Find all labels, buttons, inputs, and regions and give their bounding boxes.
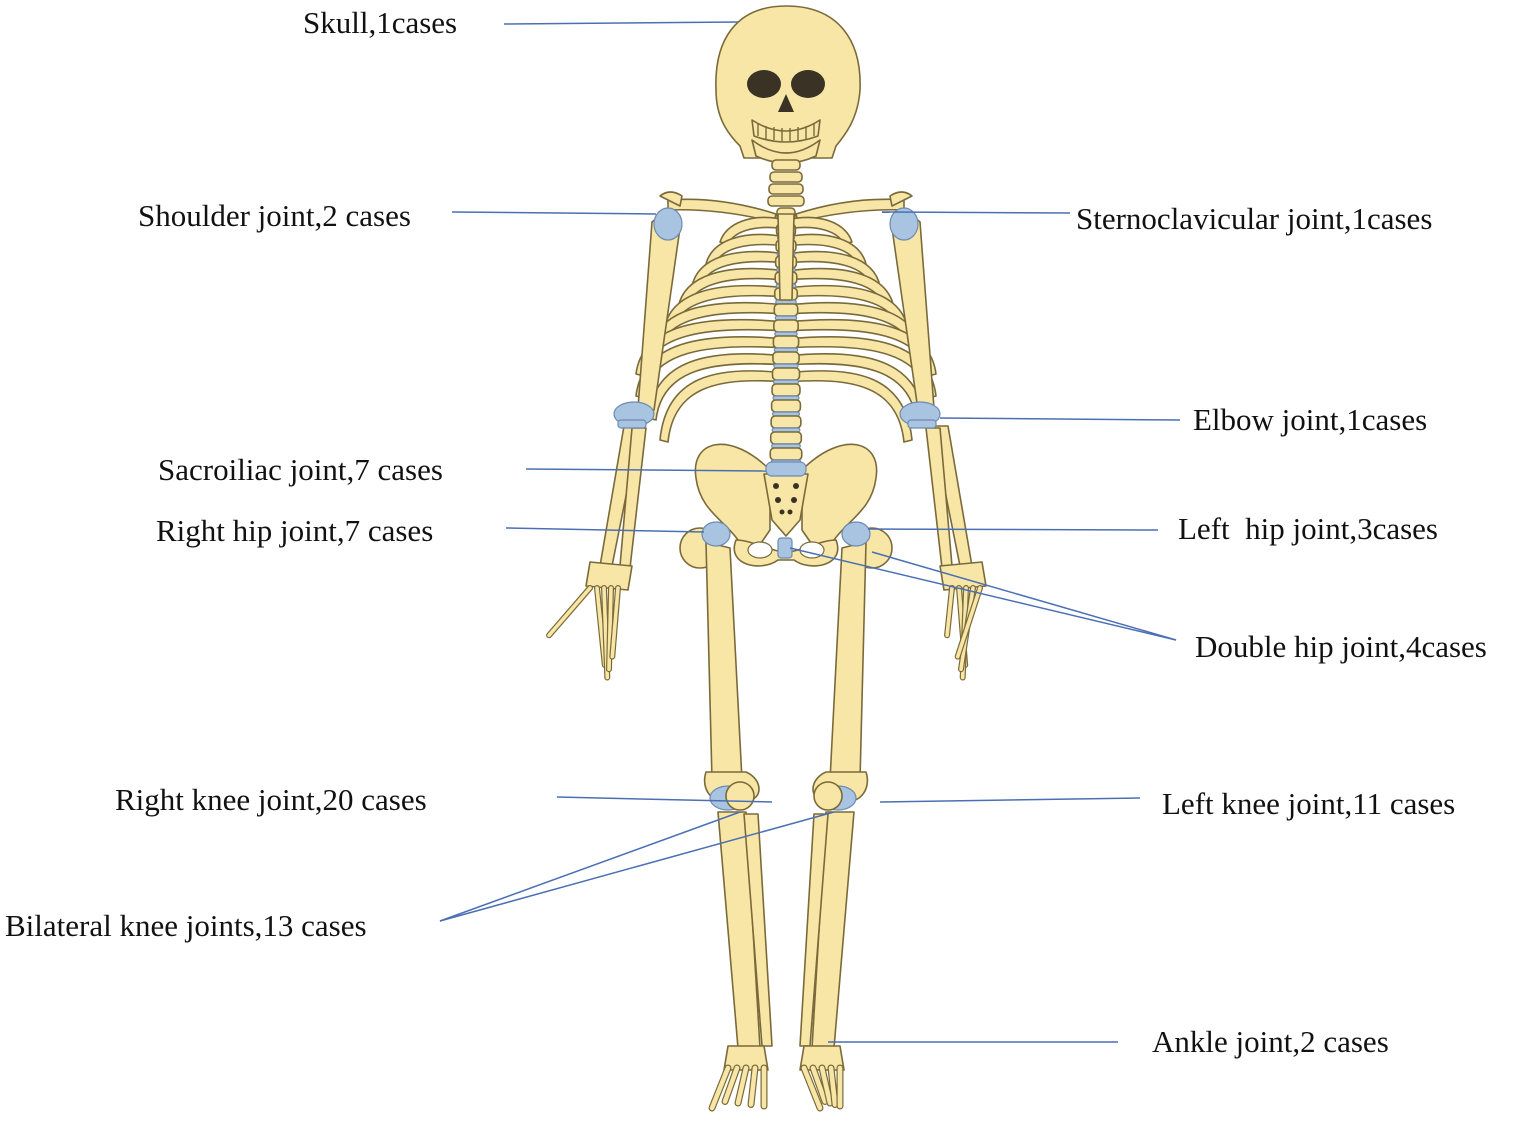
finger — [945, 586, 954, 638]
rib-right — [659, 370, 787, 443]
rib-right — [647, 353, 787, 421]
tarsal-bones — [799, 1045, 845, 1071]
label-left-knee-joint: Left knee joint,11 cases — [1162, 786, 1456, 821]
label-right-knee-joint: Right knee joint,20 cases — [115, 782, 427, 817]
finger — [955, 586, 982, 659]
finger — [547, 586, 592, 638]
finger — [607, 586, 613, 672]
feet — [708, 1045, 845, 1112]
right-arm — [585, 216, 681, 591]
vertebra — [770, 415, 802, 429]
cervical-spine — [767, 159, 805, 207]
leader-skull — [503, 21, 739, 25]
right-patella — [725, 781, 755, 811]
label-elbow-joint: Elbow joint,1cases — [1193, 402, 1428, 437]
toe — [819, 1065, 833, 1106]
rib-left — [785, 370, 913, 443]
skeleton — [546, 5, 987, 1112]
toe — [810, 1065, 828, 1104]
label-shoulder-joint: Shoulder joint,2 cases — [138, 198, 411, 233]
leader-lines — [439, 21, 1181, 1043]
left-arm — [891, 216, 987, 591]
leader-elbow — [939, 417, 1181, 421]
toe — [722, 1065, 740, 1104]
label-sacroiliac-joint: Sacroiliac joint,7 cases — [158, 452, 443, 487]
left-shoulder-joint-marker — [889, 207, 919, 241]
leader-shoulder — [451, 211, 657, 215]
leader-left-knee — [879, 797, 1141, 803]
toe — [709, 1065, 731, 1111]
left-elbow-gap — [907, 419, 937, 429]
toe — [735, 1065, 749, 1106]
vertebra — [773, 303, 799, 317]
label-left-hip-joint: Left hip joint,3cases — [1178, 511, 1438, 546]
sacroiliac-joint-marker — [765, 461, 807, 477]
left-hip-joint-marker — [841, 521, 871, 547]
right-acromion — [659, 191, 683, 207]
toe — [748, 1065, 758, 1107]
finger — [610, 586, 620, 659]
toe — [828, 1065, 838, 1107]
label-right-hip-joint: Right hip joint,7 cases — [156, 513, 434, 548]
left-patella — [813, 781, 843, 811]
vertebra — [772, 351, 800, 365]
leader-sternoclavicular — [881, 211, 1071, 214]
pubic-symphysis-marker — [777, 537, 793, 559]
leader-right-knee — [556, 796, 773, 803]
leader-bilateral-knee-a — [439, 811, 741, 922]
leader-left-hip — [867, 528, 1159, 531]
leader-double-hip-b — [871, 551, 1177, 641]
right-elbow-gap — [617, 419, 647, 429]
vertebra — [769, 447, 803, 461]
right-hip-joint-marker — [701, 521, 731, 547]
right-shoulder-joint-marker — [653, 207, 683, 241]
vertebra — [773, 319, 799, 333]
skull — [715, 5, 861, 164]
vertebra — [770, 399, 802, 413]
label-skull: Skull,1cases — [303, 5, 458, 40]
sternum — [777, 213, 795, 301]
label-bilateral-knee-joints: Bilateral knee joints,13 cases — [5, 908, 367, 943]
label-sternoclavicular-joint: Sternoclavicular joint,1cases — [1076, 201, 1433, 236]
toe — [801, 1065, 823, 1111]
leader-sacroiliac — [525, 468, 767, 472]
vertebra — [769, 431, 803, 445]
leader-double-hip-a — [789, 547, 1177, 641]
vertebra — [771, 367, 801, 381]
left-acromion — [889, 191, 913, 207]
label-double-hip-joint: Double hip joint,4cases — [1195, 629, 1487, 664]
leader-right-hip — [505, 527, 705, 533]
hands — [546, 585, 983, 681]
vertebra — [772, 335, 800, 349]
rib-cage — [635, 216, 937, 443]
label-ankle-joint: Ankle joint,2 cases — [1152, 1024, 1389, 1059]
vertebra — [771, 383, 801, 397]
tarsal-bones — [723, 1045, 769, 1071]
leader-bilateral-knee-b — [439, 811, 835, 922]
